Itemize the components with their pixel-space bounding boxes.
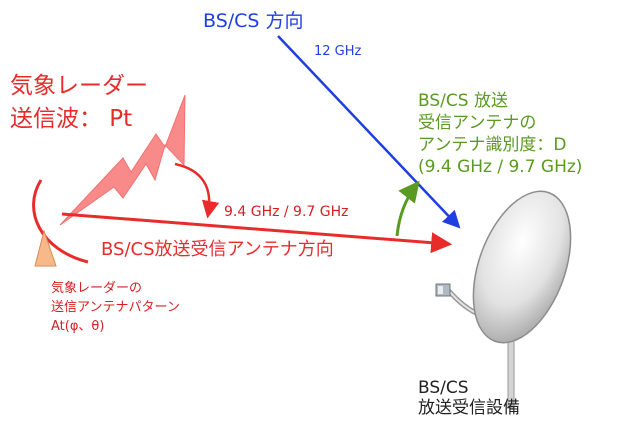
radar-wave-curved-arrow [174, 162, 220, 219]
discrimination-line: アンテナ識別度：D [418, 135, 567, 155]
satellite-dish-icon [472, 190, 572, 344]
radar-to-dish-arrow [61, 212, 453, 254]
radar-tower-icon [34, 229, 57, 267]
discrimination-angle-arrow [395, 180, 420, 237]
pattern-formula: At(φ、θ) [51, 319, 105, 334]
dish-direction-label: BS/CS放送受信アンテナ方向 [101, 239, 334, 260]
radar-frequency-label: 9.4 GHz / 9.7 GHz [224, 204, 349, 220]
bs-cs-frequency-label: 12 GHz [314, 44, 362, 59]
lightning-bolt-icon [59, 94, 186, 226]
antenna-discrimination-label: BS/CS 放送 受信アンテナの アンテナ識別度：D (9.4 GHz / 9.… [418, 90, 582, 178]
antenna-pattern-label: 気象レーダーの 送信アンテナパターン At(φ、θ) [51, 279, 180, 336]
discrimination-line: 受信アンテナの [418, 113, 537, 133]
receiving-equipment-label: BS/CS 放送受信設備 [418, 378, 520, 418]
bs-cs-direction-arrow [277, 35, 461, 229]
bs-cs-direction-label: BS/CS 方向 [203, 10, 304, 32]
radar-title-line: 気象レーダー [10, 73, 148, 99]
equipment-line: BS/CS [418, 378, 469, 398]
radar-pattern-arc [32, 179, 89, 264]
pattern-line: 気象レーダーの [51, 281, 143, 296]
radar-transmission-label: 気象レーダー 送信波： Pt [10, 70, 148, 136]
equipment-line: 放送受信設備 [418, 398, 520, 418]
discrimination-frequency: (9.4 GHz / 9.7 GHz) [418, 157, 583, 177]
pattern-line: 送信アンテナパターン [51, 300, 180, 315]
radar-power-line: 送信波： Pt [10, 106, 133, 132]
discrimination-line: BS/CS 放送 [418, 91, 508, 111]
